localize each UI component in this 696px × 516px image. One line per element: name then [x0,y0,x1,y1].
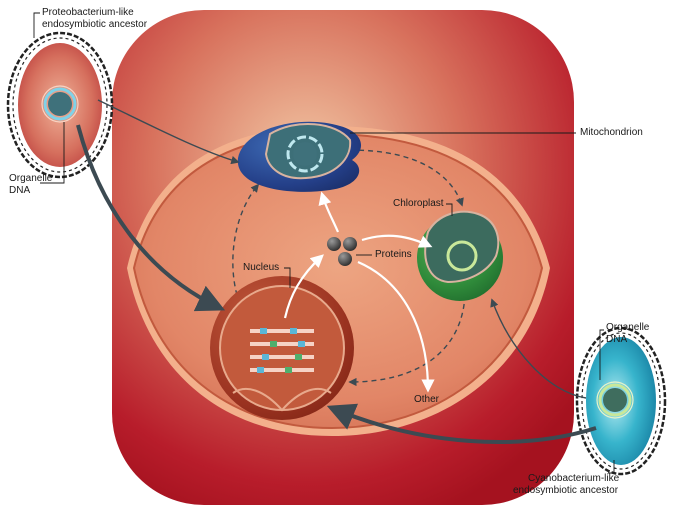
label-chloroplast: Chloroplast [393,198,444,209]
label-organelle-dna-left-line2: DNA [9,185,31,196]
label-proteobacterium-line1: Proteobacterium-like [42,7,134,18]
dashed-cycle [349,149,464,207]
proteins-cluster [327,237,357,266]
chromosomes [250,328,314,373]
chloroplast [417,210,503,301]
label-proteins: Proteins [375,249,412,260]
mitochondrion [237,121,362,192]
cyanobacterium-ancestor [575,326,667,476]
label-nucleus: Nucleus [243,262,280,273]
nucleus [210,276,354,420]
proteobacterium-ancestor [6,31,114,179]
protein-traffic-arrows [283,191,435,393]
label-cyanobacterium-line2: endosymbiotic ancestor [513,485,619,496]
label-organelle-dna-left-line1: Organelle [9,173,53,184]
label-organelle-dna-right-line1: Organelle [606,322,650,333]
label-mitochondrion: Mitochondrion [580,127,643,138]
arrow-gene-transfer-left [76,124,226,312]
label-organelle-dna-right-line2: DNA [606,334,628,345]
label-proteobacterium-line2: endosymbiotic ancestor [42,19,148,30]
arrow-cyano-to-chloroplast [490,298,587,399]
arrow-gene-transfer-right [326,403,597,444]
label-other: Other [414,394,440,405]
label-cyanobacterium-line1: Cyanobacterium-like [528,473,620,484]
arrow-proteo-to-mitochondrion [97,99,240,165]
leader-lines [33,12,615,474]
